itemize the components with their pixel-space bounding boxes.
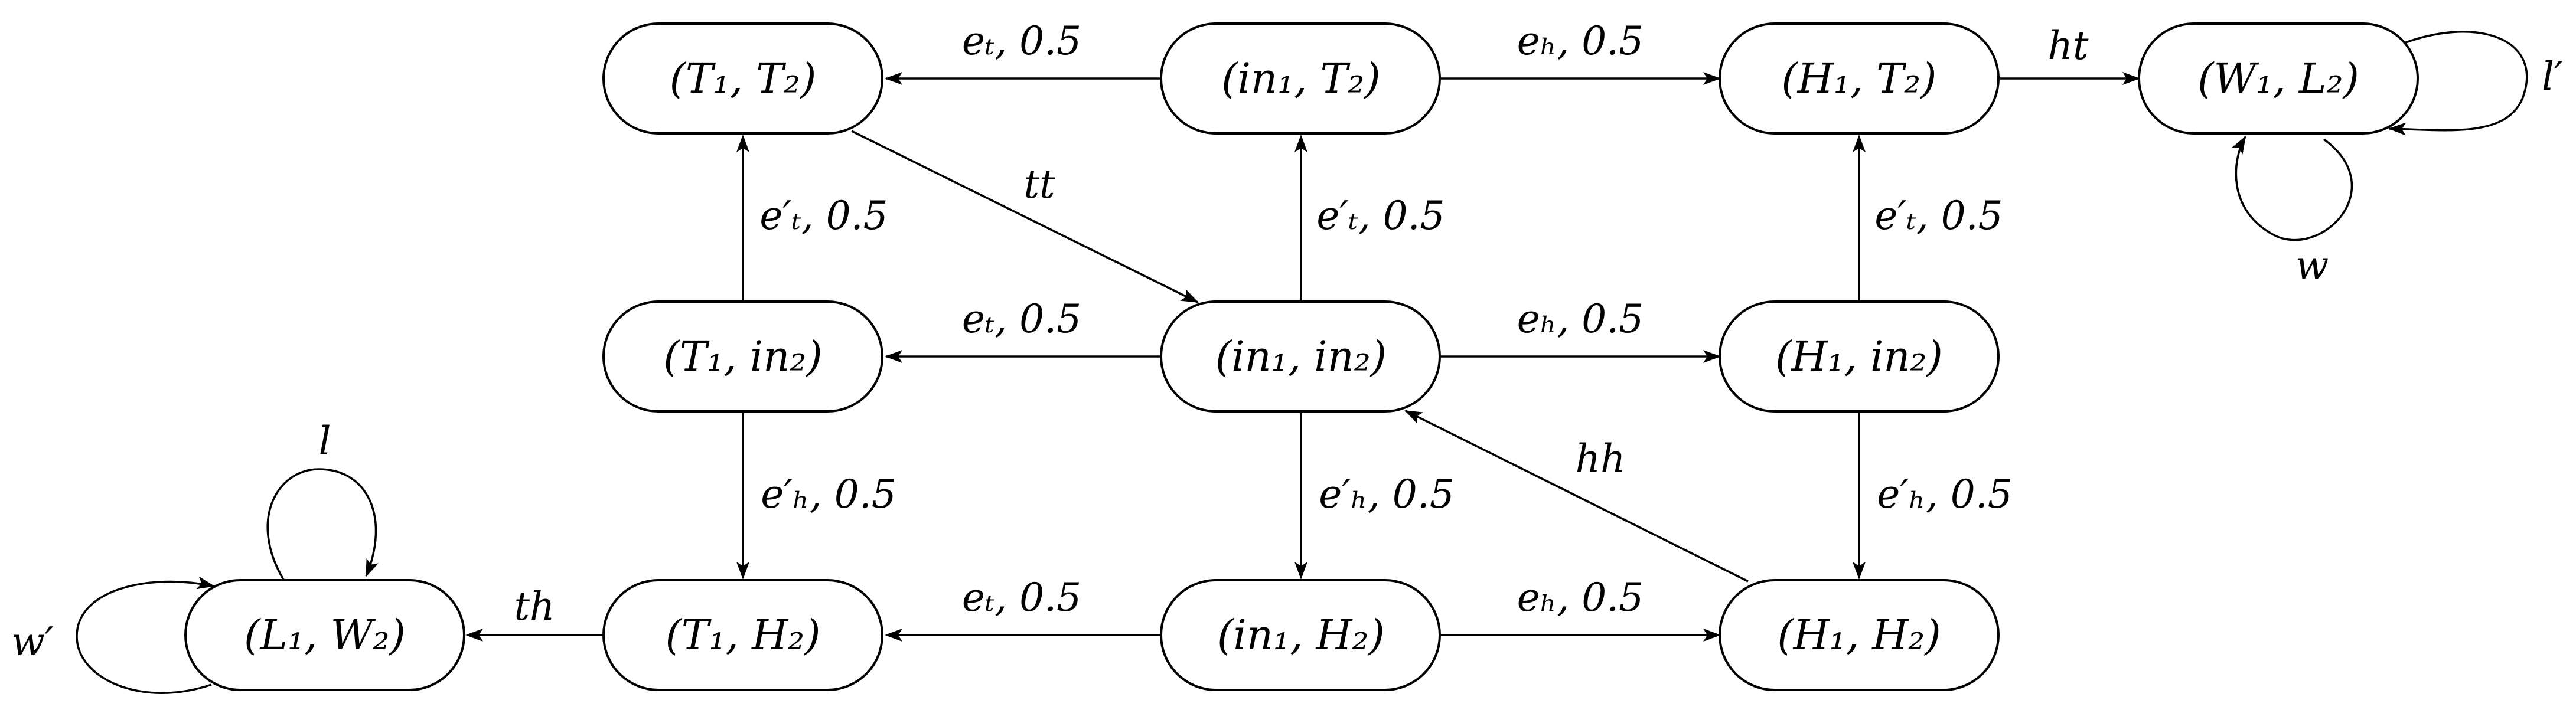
node-H1H2: (H₁, H₂): [1719, 579, 2000, 691]
edge-label: e′ₜ, 0.5: [759, 193, 888, 238]
edge-label: hh: [1575, 436, 1625, 482]
edge-W1L2-self-loop-l: [2385, 31, 2528, 136]
node-label: (T₁, in₂): [663, 332, 822, 381]
edge-label: ht: [2047, 23, 2089, 68]
node-T1T2: (T₁, T₂): [602, 22, 883, 135]
node-label: (H₁, H₂): [1777, 611, 1941, 659]
node-T1in2: (T₁, in₂): [602, 300, 883, 413]
node-W1L2: (W₁, L₂): [2138, 22, 2419, 135]
edge-label: eₕ, 0.5: [1517, 18, 1644, 64]
edge-L1W2-self-loop-w-prime: [76, 576, 215, 694]
node-H1in2: (H₁, in₂): [1719, 300, 2000, 413]
node-label: (T₁, H₂): [666, 611, 821, 659]
node-label: (H₁, in₂): [1775, 332, 1943, 381]
edge-H1H2-to-in1in2: [1404, 410, 1749, 583]
edge-label: eₕ, 0.5: [1517, 575, 1644, 620]
edge-T1T2-to-in1in2: [851, 130, 1199, 303]
node-label: (in₁, in₂): [1215, 332, 1387, 381]
node-in1T2: (in₁, T₂): [1160, 22, 1441, 135]
edge-label: e′ₕ, 0.5: [761, 472, 896, 517]
edge-label: eₜ, 0.5: [962, 575, 1081, 620]
edge-label: w′: [11, 619, 53, 665]
edge-label: l′: [2542, 54, 2563, 99]
node-H1T2: (H₁, T₂): [1719, 22, 2000, 135]
node-L1W2: (L₁, W₂): [184, 579, 465, 691]
node-label: (in₁, H₂): [1217, 611, 1385, 659]
edge-label: e′ₕ, 0.5: [1877, 472, 2013, 517]
node-label: (W₁, L₂): [2197, 54, 2359, 103]
edge-label: eₜ, 0.5: [962, 296, 1081, 342]
edge-L1W2-self-loop-l: [266, 468, 379, 580]
edge-label: e′ₜ, 0.5: [1316, 193, 1444, 238]
node-label: (H₁, T₂): [1782, 54, 1937, 103]
edge-label: tt: [1023, 162, 1055, 207]
edge-label: w: [2295, 243, 2329, 288]
node-label: (L₁, W₂): [244, 611, 406, 659]
node-T1H2: (T₁, H₂): [602, 579, 883, 691]
node-label: (in₁, T₂): [1221, 54, 1380, 103]
node-in1H2: (in₁, H₂): [1160, 579, 1441, 691]
edge-label: e′ₕ, 0.5: [1319, 472, 1455, 517]
node-label: (T₁, T₂): [670, 54, 817, 103]
edge-label: eₜ, 0.5: [962, 18, 1081, 64]
edge-label: e′ₜ, 0.5: [1874, 193, 2003, 238]
edge-label: l: [318, 418, 331, 464]
node-in1in2: (in₁, in₂): [1160, 300, 1441, 413]
edge-W1L2-self-loop-w: [2231, 136, 2353, 241]
edge-label: eₕ, 0.5: [1517, 296, 1644, 342]
edge-label: th: [514, 584, 555, 629]
